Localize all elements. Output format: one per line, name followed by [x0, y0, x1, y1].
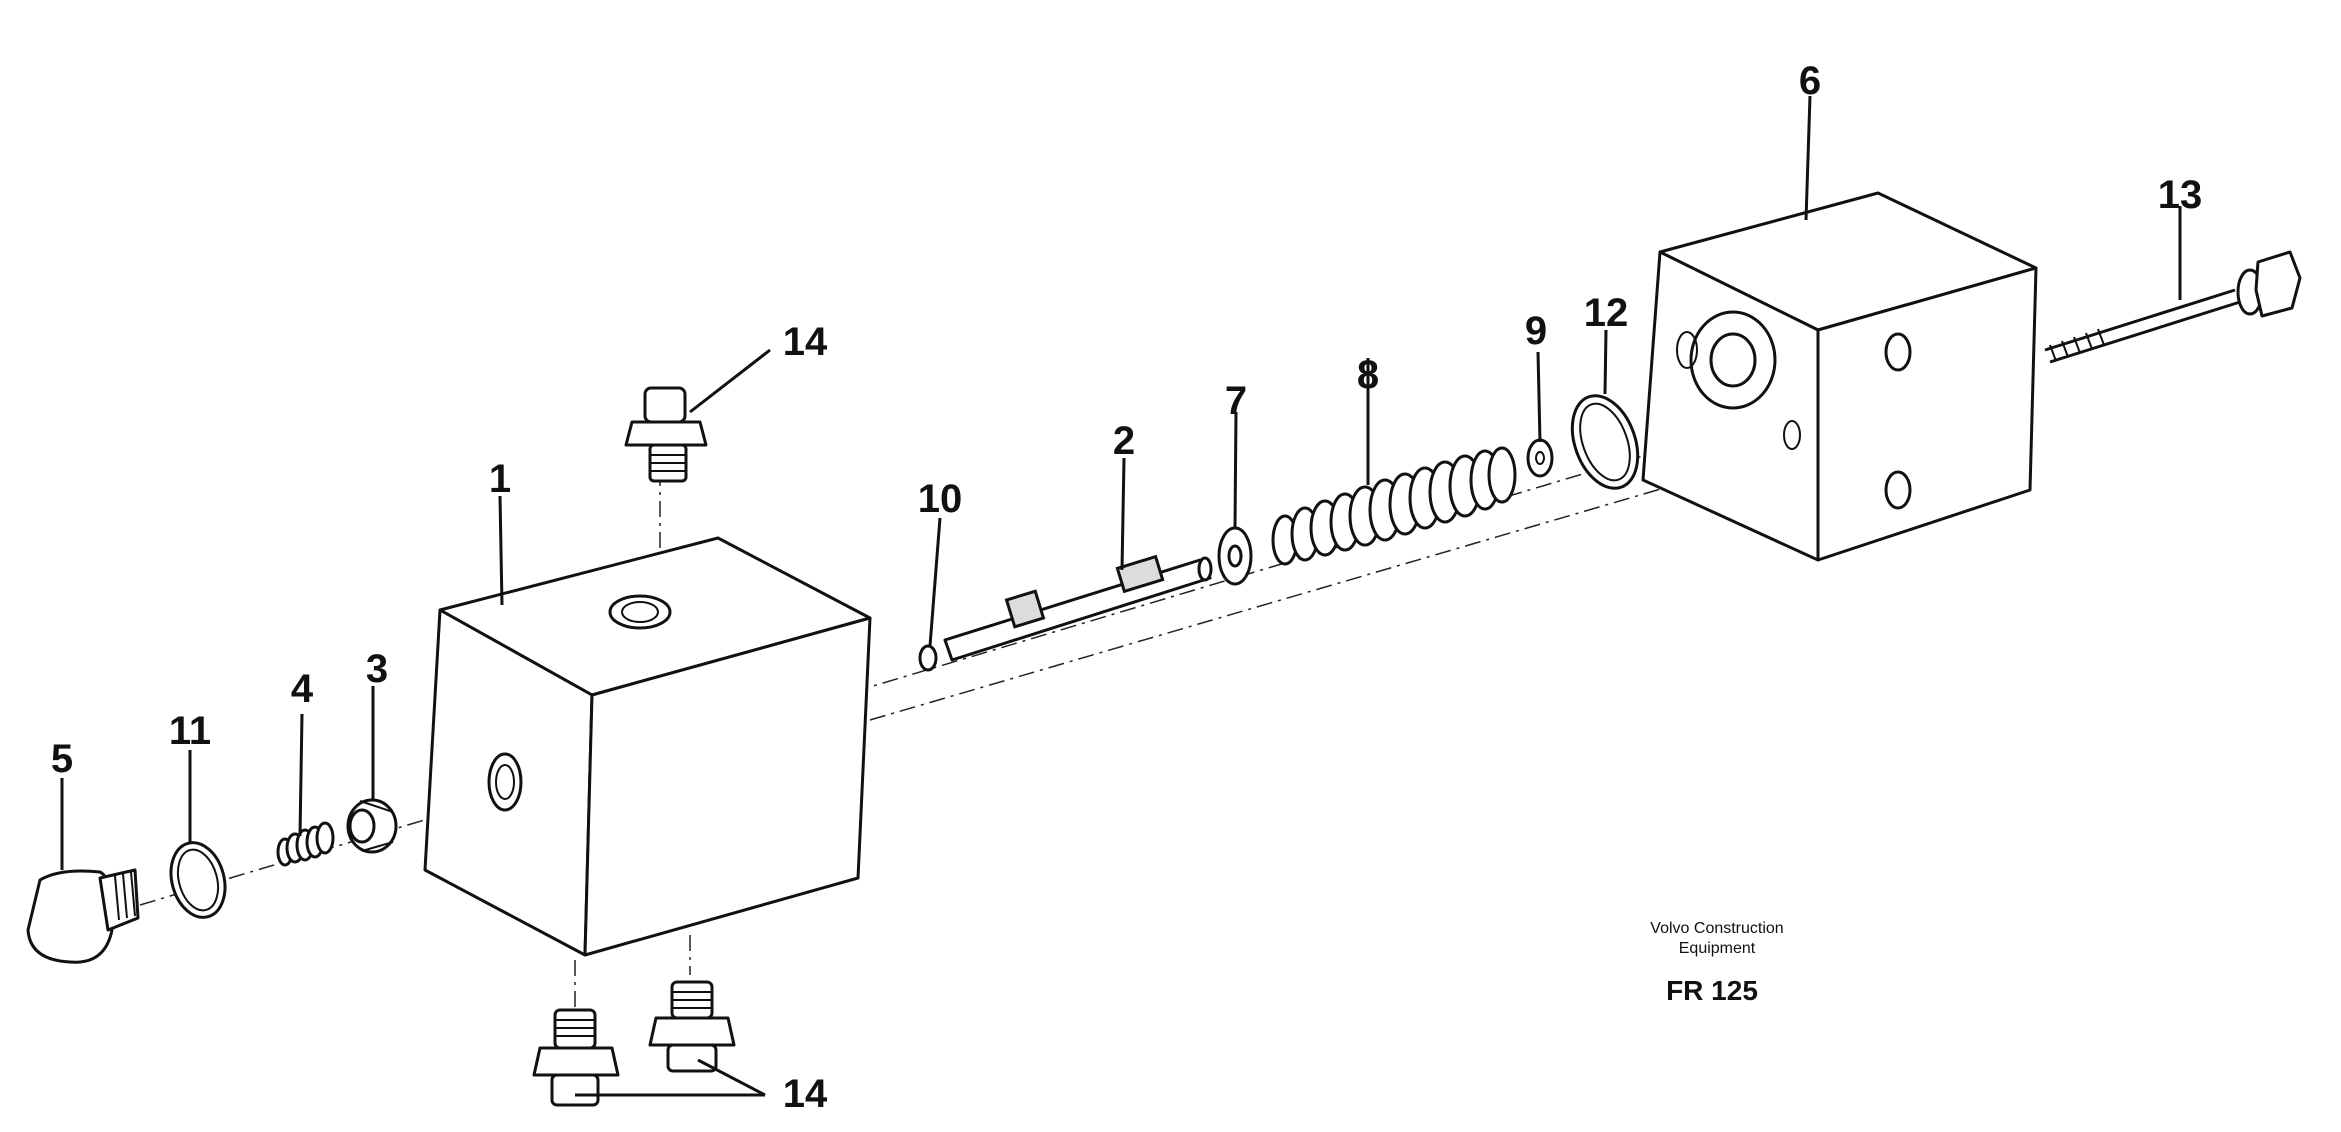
valve-block-part-1	[423, 536, 872, 957]
callout-10: 10	[918, 477, 963, 521]
callout-2: 2	[1113, 419, 1135, 463]
small-ring-part-10	[918, 644, 938, 672]
callout-14-bottom: 14	[783, 1072, 828, 1116]
callout-14-top: 14	[783, 320, 828, 364]
callout-7: 7	[1225, 379, 1247, 423]
fitting-part-14-top	[624, 386, 708, 483]
bolt-part-13	[2044, 250, 2302, 364]
callout-4: 4	[291, 667, 314, 711]
spring-part-8	[1271, 446, 1517, 566]
caption-block: Volvo Construction Equipment FR 125	[1650, 920, 1783, 1006]
small-spring-part-4	[276, 821, 335, 867]
fitting-part-14-bottom-left	[532, 1008, 620, 1107]
spool-part-2	[943, 554, 1213, 662]
callout-8: 8	[1357, 353, 1379, 397]
washer-part-9	[1526, 438, 1554, 478]
caption-company-line-2: Equipment	[1679, 940, 1756, 957]
callout-12: 12	[1584, 291, 1629, 335]
callout-11: 11	[169, 709, 211, 753]
valve-block-part-6	[1641, 191, 2038, 562]
callout-3: 3	[366, 647, 388, 691]
callout-labels: 1 2 3 4 5 6 7 8 9 10 11 12 13 14 14	[51, 59, 2202, 1116]
sleeve-part-3	[346, 798, 398, 854]
callout-6: 6	[1799, 59, 1821, 103]
callout-9: 9	[1525, 309, 1547, 353]
drawing-code: FR 125	[1666, 975, 1758, 1006]
plug-part-5	[26, 868, 140, 964]
leader-lines	[60, 95, 2182, 1097]
o-ring-part-12	[1570, 394, 1640, 490]
callout-1: 1	[489, 457, 511, 501]
caption-company-line-1: Volvo Construction	[1650, 920, 1783, 937]
fitting-part-14-bottom-right	[648, 980, 736, 1073]
callout-13: 13	[2158, 173, 2203, 217]
callout-5: 5	[51, 737, 73, 781]
